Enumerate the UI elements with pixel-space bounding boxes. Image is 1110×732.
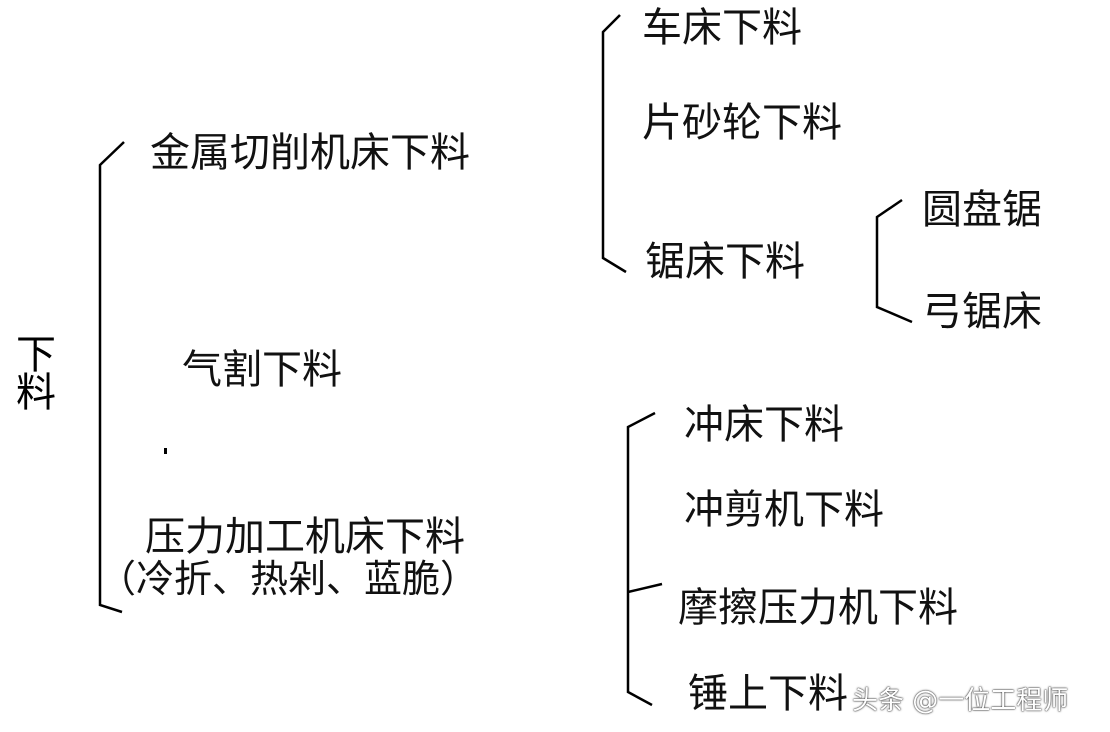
root-label: 下料 [14,332,58,416]
node-friction-press: 摩擦压力机下料 [678,585,958,631]
press-brace [626,411,656,707]
node-press-processing: 压力加工机床下料 [145,514,465,560]
node-grinding-wheel: 片砂轮下料 [642,100,842,146]
root-brace [98,141,125,614]
node-sawing: 锯床下料 [645,239,805,285]
press-brace-tick [627,582,663,594]
watermark: 头条 @一位工程师 [852,686,1069,716]
node-gas-cutting: 气割下料 [182,347,342,393]
node-lathe: 车床下料 [642,5,802,51]
root-text: 下料 [16,332,56,416]
node-circular-saw: 圆盘锯 [922,187,1042,233]
node-press-processing-sub: （冷折、热剁、蓝脆） [98,557,479,601]
cutting-brace [601,14,627,274]
node-punch-shear: 冲剪机下料 [684,487,884,533]
node-punch-press: 冲床下料 [684,402,844,448]
node-hammer: 锤上下料 [688,671,848,717]
node-metal-cutting: 金属切削机床下料 [150,130,470,176]
saw-brace [875,198,913,324]
stray-dot [164,448,167,454]
node-hack-saw: 弓锯床 [922,289,1042,335]
